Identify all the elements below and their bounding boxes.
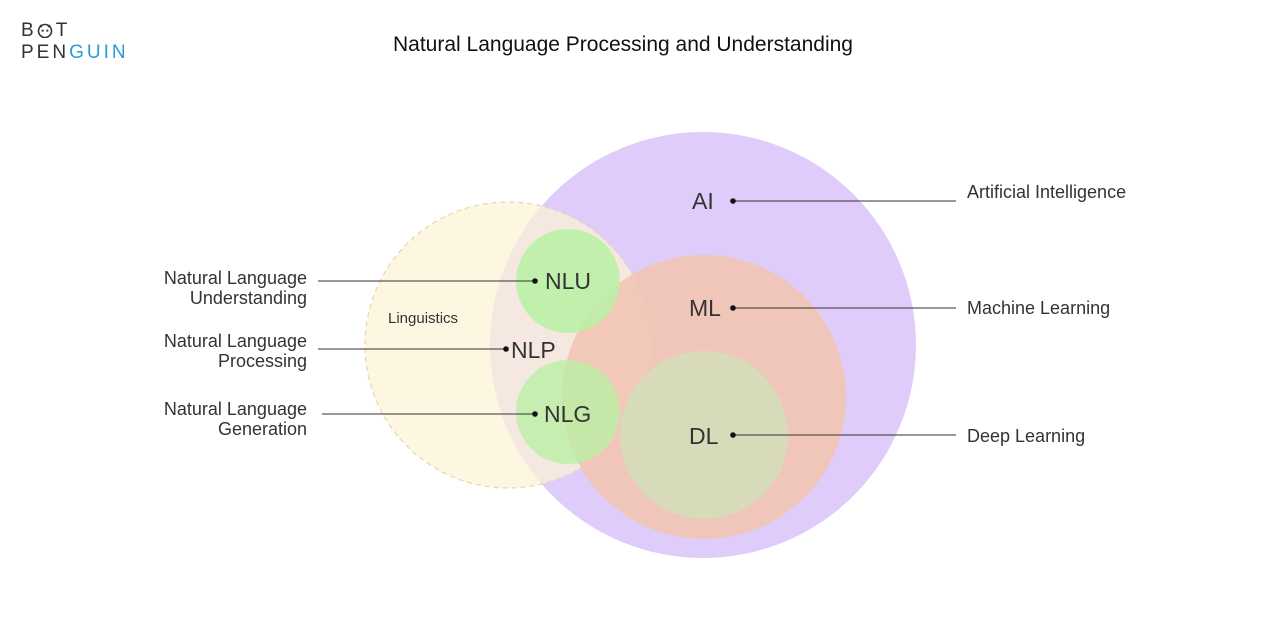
- dl-circle: [620, 351, 788, 519]
- ml-connector: [730, 305, 956, 311]
- nlp-connector: [318, 346, 509, 352]
- ai-full-label: Artificial Intelligence: [967, 182, 1126, 202]
- logo-letter-t: T: [55, 20, 71, 41]
- logo-text-pen: PEN: [21, 42, 70, 63]
- nlu-full-label-line1: Natural Language: [164, 268, 307, 288]
- ml-abbr: ML: [689, 295, 721, 321]
- ai-connector: [730, 198, 956, 204]
- dl-full-label: Deep Learning: [967, 426, 1085, 446]
- ml-full-label: Machine Learning: [967, 298, 1110, 318]
- nlg-abbr: NLG: [544, 401, 591, 427]
- nlu-connector: [318, 278, 538, 284]
- nlp-full-label-line2: Processing: [218, 351, 307, 371]
- logo-letter-b: B: [21, 20, 37, 41]
- ai-abbr: AI: [692, 188, 714, 214]
- nlg-full-label-line1: Natural Language: [164, 399, 307, 419]
- nlu-full-label-line2: Understanding: [190, 288, 307, 308]
- page-title: Natural Language Processing and Understa…: [393, 33, 853, 56]
- nlg-full-label-line2: Generation: [218, 419, 307, 439]
- nlu-abbr: NLU: [545, 268, 591, 294]
- dl-abbr: DL: [689, 423, 719, 449]
- nlg-connector: [322, 411, 538, 417]
- dl-connector: [730, 432, 956, 438]
- nlg-circle: [516, 360, 620, 464]
- nlu-circle: [516, 229, 620, 333]
- nlp-full-label-line1: Natural Language: [164, 331, 307, 351]
- linguistics-label: Linguistics: [388, 310, 458, 327]
- logo-text-guin: GUIN: [69, 42, 129, 63]
- penguin-face-icon: [37, 23, 52, 39]
- nlp-abbr: NLP: [511, 337, 556, 363]
- logo-line-2: PENGUIN: [21, 42, 129, 64]
